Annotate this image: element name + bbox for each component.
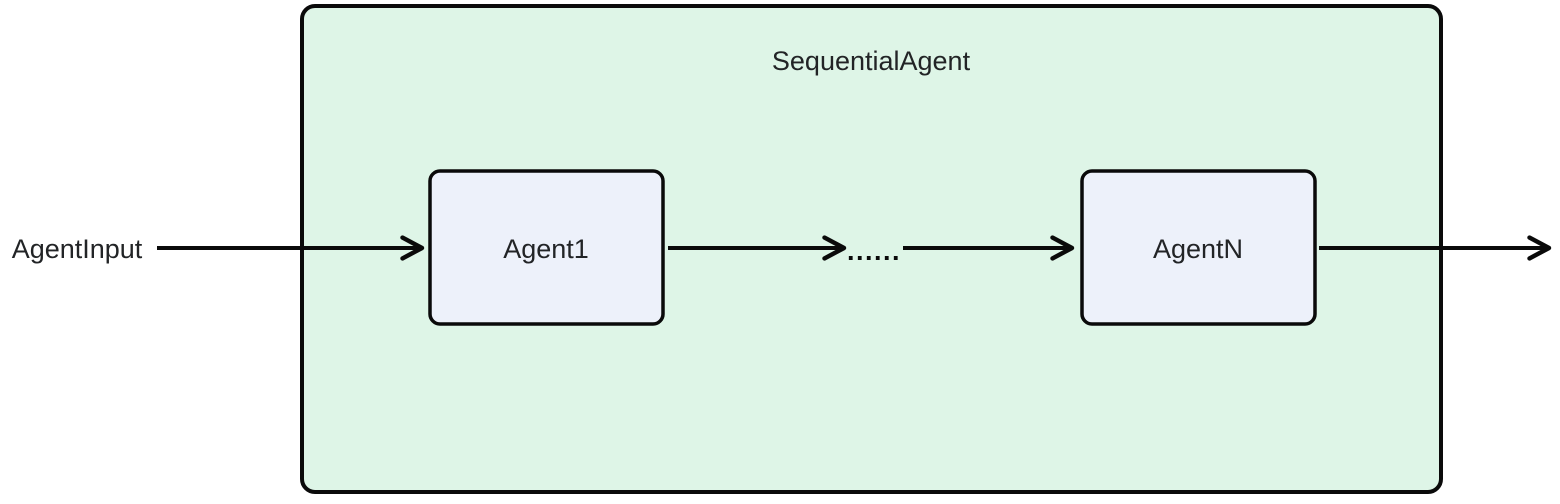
agentn-label: AgentN xyxy=(1153,234,1243,264)
agent-input-label: AgentInput xyxy=(12,234,143,264)
agentn-node xyxy=(1080,169,1317,326)
sequential-agent-title: SequentialAgent xyxy=(772,46,971,76)
agent1-node xyxy=(428,169,665,326)
agent1-label: Agent1 xyxy=(503,234,589,264)
ellipsis-label: ...... xyxy=(847,236,901,266)
